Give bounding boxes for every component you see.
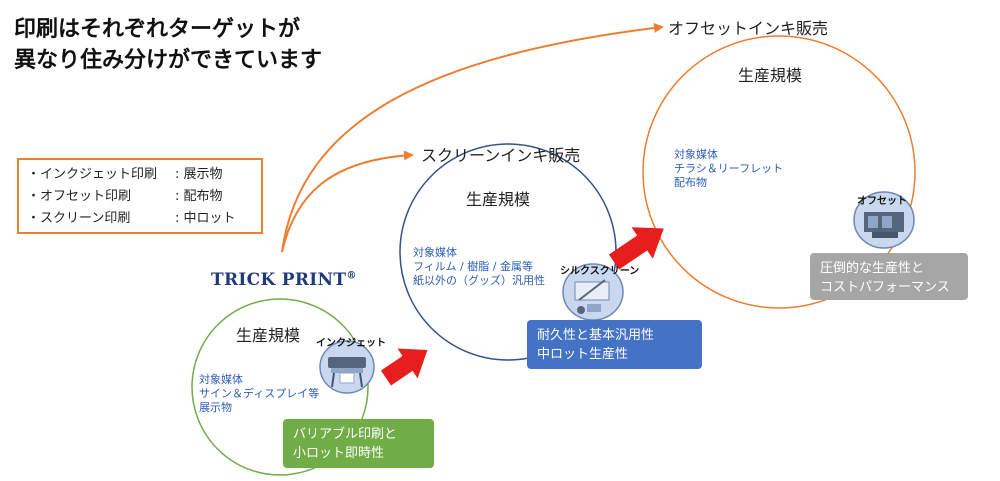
legend-label: ・スクリーン印刷	[27, 211, 131, 226]
callout-line: 小ロット即時性	[293, 446, 385, 461]
offset-ring	[642, 35, 916, 309]
page-heading: 印刷はそれぞれターゲットが 異なり住み分けができています	[14, 14, 322, 76]
screen-media-list: 対象媒体 フィルム / 樹脂 / 金属等 紙以外の（グッズ）汎用性	[413, 246, 545, 288]
media-line: フィルム / 樹脂 / 金属等	[413, 260, 533, 273]
wide-format-printer-icon	[318, 335, 376, 395]
media-line: 対象媒体	[674, 148, 718, 161]
screen-icon-label: シルクスクリーン	[560, 266, 640, 277]
heading-line-1: 印刷はそれぞれターゲットが	[14, 17, 301, 42]
screen-ring-title: 生産規模	[466, 190, 531, 209]
legend-value: : 中ロット	[175, 211, 236, 226]
brand-logo: TRICK PRINT®	[211, 270, 357, 290]
screen-printing-icon	[561, 260, 625, 322]
media-line: 配布物	[674, 176, 707, 189]
red-arrow-screen-to-offset	[608, 227, 664, 270]
inkjet-ring-title: 生産規模	[236, 326, 301, 345]
legend-value: : 展示物	[175, 167, 223, 182]
inkjet-callout: バリアブル印刷と 小ロット即時性	[283, 419, 434, 468]
callout-line: バリアブル印刷と	[293, 427, 398, 442]
inkjet-icon-label: インクジェット	[316, 338, 386, 349]
inkjet-ring	[191, 298, 369, 476]
red-arrow-inkjet-to-screen	[380, 348, 428, 386]
legend-row-screen: ・スクリーン印刷 : 中ロット	[27, 208, 253, 230]
inkjet-media-list: 対象媒体 サイン＆ディスプレイ等 展示物	[199, 373, 319, 415]
curve-to-offset-sales	[281, 22, 664, 253]
legend-value: : 配布物	[175, 189, 223, 204]
media-line: サイン＆ディスプレイ等	[199, 387, 320, 400]
callout-line: 中ロット生産性	[537, 347, 629, 362]
callout-line: 耐久性と基本汎用性	[537, 328, 655, 343]
media-line: 対象媒体	[199, 373, 243, 386]
registered-mark: ®	[346, 270, 357, 282]
offset-press-icon	[852, 188, 916, 250]
curve-to-screen-sales	[281, 150, 414, 253]
heading-line-2: 異なり住み分けができています	[14, 48, 323, 73]
brand-name: TRICK PRINT	[211, 270, 347, 290]
offset-media-list: 対象媒体 チラシ＆リーフレット 配布物	[674, 148, 783, 190]
media-line: 紙以外の（グッズ）汎用性	[413, 274, 545, 287]
legend-label: ・インクジェット印刷	[27, 167, 158, 182]
callout-line: コストパフォーマンス	[820, 280, 950, 295]
offset-sales-label: オフセットインキ販売	[668, 19, 829, 38]
offset-ring-title: 生産規模	[738, 66, 803, 85]
legend-box: ・インクジェット印刷 : 展示物 ・オフセット印刷 : 配布物 ・スクリーン印刷…	[17, 158, 263, 234]
offset-callout: 圧倒的な生産性と コストパフォーマンス	[810, 253, 968, 300]
callout-line: 圧倒的な生産性と	[820, 261, 925, 276]
legend-row-offset: ・オフセット印刷 : 配布物	[27, 186, 253, 208]
screen-callout: 耐久性と基本汎用性 中ロット生産性	[527, 320, 702, 369]
legend-label: ・オフセット印刷	[27, 189, 132, 204]
media-line: 対象媒体	[413, 246, 457, 259]
media-line: 展示物	[199, 401, 232, 414]
legend-row-inkjet: ・インクジェット印刷 : 展示物	[27, 164, 253, 186]
media-line: チラシ＆リーフレット	[674, 162, 784, 175]
screen-sales-label: スクリーンインキ販売	[421, 146, 581, 165]
offset-icon-label: オフセット	[857, 196, 907, 207]
